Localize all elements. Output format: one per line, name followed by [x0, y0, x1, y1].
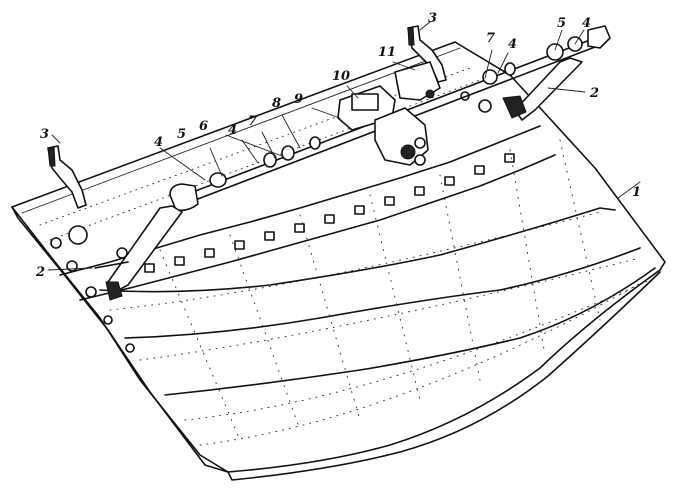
callout-4c: 4 [508, 37, 517, 52]
gearbox-assembly [337, 61, 441, 166]
callout-3a: 3 [40, 127, 49, 142]
leader-lines [47, 21, 641, 271]
actuator-rod-right [502, 57, 583, 121]
callout-7b: 7 [486, 31, 495, 46]
mounting-bracket-left [47, 145, 87, 209]
callout-5a: 5 [177, 127, 186, 142]
actuator-rod-left [94, 205, 183, 301]
mounting-bracket-right [407, 25, 447, 83]
callout-10: 10 [332, 69, 350, 84]
callout-3b: 3 [428, 11, 437, 26]
callout-9: 9 [294, 92, 303, 107]
callout-2a: 2 [35, 265, 45, 280]
callout-7a: 7 [248, 114, 257, 129]
flap-panel [11, 41, 666, 481]
callout-4a: 4 [154, 135, 163, 150]
callout-6: 6 [199, 119, 208, 134]
callout-4b: 4 [228, 123, 237, 138]
callout-labels: 1 2 2 3 3 4 4 4 4 5 5 6 7 7 8 9 10 11 [35, 11, 641, 280]
callout-5b: 5 [557, 16, 566, 31]
callout-4d: 4 [582, 16, 591, 31]
callout-1: 1 [632, 185, 641, 200]
callout-11: 11 [378, 45, 396, 60]
callout-8: 8 [272, 96, 281, 111]
callout-2b: 2 [589, 86, 599, 101]
